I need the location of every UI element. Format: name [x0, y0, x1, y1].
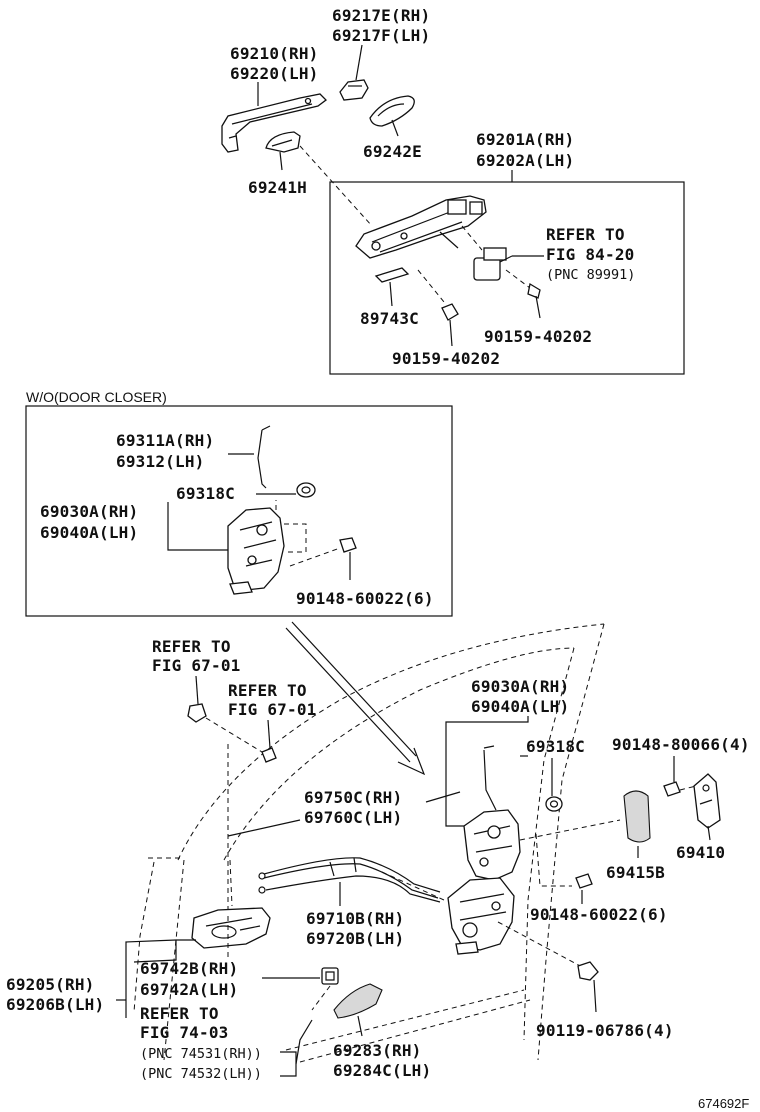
label-89743c: 89743C — [360, 309, 419, 328]
label-69720b: 69720B(LH) — [306, 929, 404, 948]
handle-frame-box — [329, 181, 685, 375]
direction-arrow — [285, 621, 426, 776]
label-69742b: 69742B(RH) — [140, 959, 238, 978]
lock-assembly-upper-part — [463, 809, 621, 887]
label-90159-right: 90159-40202 — [484, 327, 592, 346]
label-69415b: 69415B — [606, 863, 665, 882]
label-refer-to-3: REFER TO — [228, 681, 307, 700]
label-69241h: 69241H — [248, 178, 307, 197]
bezel-69742-part — [311, 967, 339, 1011]
label-69217f: 69217F(LH) — [332, 26, 430, 45]
label-90119: 90119-06786(4) — [536, 1021, 674, 1040]
bolt-90159-right-part — [505, 269, 541, 319]
striker-69410-part — [693, 773, 721, 841]
plate-89743c-part — [374, 267, 410, 307]
label-90148-60022-lower: 90148-60022(6) — [530, 905, 668, 924]
outside-handle-69283-part — [333, 983, 383, 1037]
pad-69415b-part — [623, 790, 651, 858]
label-69202a: 69202A(LH) — [476, 151, 574, 170]
caption-wo-door-closer: W/O(DOOR CLOSER) — [26, 389, 167, 405]
rod-part — [257, 425, 271, 489]
label-fig-84-20: FIG 84-20 — [546, 245, 635, 264]
figure-id: 674692F — [698, 1096, 749, 1111]
label-90148-60022-box: 90148-60022(6) — [296, 589, 434, 608]
bolt-90148-60022-lower-part — [575, 873, 593, 904]
clip-part — [187, 703, 207, 723]
label-fig-74-03: FIG 74-03 — [140, 1023, 229, 1042]
rod-door-part — [483, 745, 497, 811]
clip-69318c-b-part — [545, 796, 563, 812]
label-69750c: 69750C(RH) — [304, 788, 402, 807]
label-90159-lower: 90159-40202 — [392, 349, 500, 368]
label-refer-to-4: REFER TO — [140, 1004, 219, 1023]
bolt-90148-box-part — [289, 537, 357, 580]
label-pnc-74531: (PNC 74531(RH)) — [140, 1046, 262, 1062]
door-closer-box — [25, 405, 453, 617]
label-69201a: 69201A(RH) — [476, 130, 574, 149]
label-69312: 69312(LH) — [116, 452, 205, 471]
inside-handle-part — [191, 907, 271, 949]
gasket-69241h-part — [265, 131, 301, 171]
label-69410: 69410 — [676, 843, 725, 862]
label-69742a: 69742A(LH) — [140, 980, 238, 999]
label-69217e: 69217E(RH) — [332, 6, 430, 25]
label-69205: 69205(RH) — [6, 975, 95, 994]
label-69030a-b: 69030A(RH) — [471, 677, 569, 696]
sensor-part — [461, 225, 513, 281]
label-69210: 69210(RH) — [230, 44, 319, 63]
label-69284c: 69284C(LH) — [333, 1061, 431, 1080]
label-69040a-a: 69040A(LH) — [40, 523, 138, 542]
handle-cap-part — [339, 44, 369, 101]
label-pnc-74532: (PNC 74532(LH)) — [140, 1066, 262, 1082]
label-69206b: 69206B(LH) — [6, 995, 104, 1014]
label-69242e: 69242E — [363, 142, 422, 161]
label-69318c-a: 69318C — [176, 484, 235, 503]
bracket-69205 — [125, 939, 196, 1018]
label-69220: 69220(LH) — [230, 64, 319, 83]
screw-part — [205, 717, 277, 763]
label-69710b: 69710B(RH) — [306, 909, 404, 928]
label-69283: 69283(RH) — [333, 1041, 422, 1060]
gasket-69242e-part — [369, 95, 415, 137]
label-69040a-b: 69040A(LH) — [471, 697, 569, 716]
label-pnc-89991: (PNC 89991) — [546, 267, 635, 283]
label-refer-to-2: REFER TO — [152, 637, 231, 656]
label-69318c-b: 69318C — [526, 737, 585, 756]
handle-frame-part — [355, 195, 487, 259]
label-fig-67-01-a: FIG 67-01 — [152, 656, 241, 675]
door-outline — [133, 623, 605, 1063]
lock-assembly-lower-part — [447, 877, 585, 969]
cable-part — [258, 857, 445, 903]
label-69311a: 69311A(RH) — [116, 431, 214, 450]
label-90148-80066: 90148-80066(4) — [612, 735, 750, 754]
outside-handle-part — [221, 82, 327, 153]
clip-69318c-a-part — [296, 482, 316, 498]
label-69030a-a: 69030A(RH) — [40, 502, 138, 521]
label-fig-67-01-b: FIG 67-01 — [228, 700, 317, 719]
label-69760c: 69760C(LH) — [304, 808, 402, 827]
label-refer-to-1: REFER TO — [546, 225, 625, 244]
bolt-90159-lower-part — [417, 269, 459, 347]
lock-assembly-small-part — [227, 500, 307, 595]
bolt-90148-80066-part — [663, 781, 697, 797]
screw-90119-part — [577, 961, 599, 1013]
